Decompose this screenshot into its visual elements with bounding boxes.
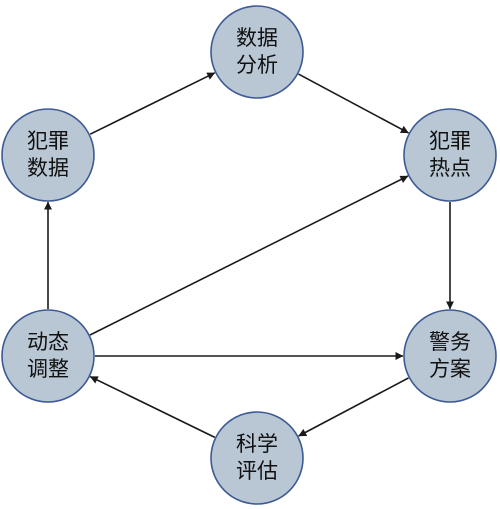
- node-crime-hotspots-line2: 热点: [429, 156, 471, 180]
- node-police-plan-circle: [403, 309, 497, 403]
- arrow-line: [89, 375, 216, 439]
- node-crime-hotspots-line1: 犯罪: [429, 129, 471, 153]
- node-police-plan-line2: 方案: [429, 357, 471, 381]
- edge-data-analysis-to-crime-hotspots: [298, 73, 409, 134]
- node-police-plan-line1: 警务: [429, 330, 471, 354]
- node-dynamic-adjustment-line2: 调整: [27, 357, 69, 381]
- node-data-analysis-circle: [210, 5, 304, 99]
- node-dynamic-adjustment-line1: 动态: [27, 330, 69, 354]
- arrow-line: [89, 175, 409, 336]
- edge-police-plan-to-scientific-evaluation: [298, 377, 409, 437]
- node-police-plan: 警务 方案: [403, 309, 497, 403]
- node-data-analysis-line2: 分析: [236, 53, 278, 77]
- node-crime-data-line2: 数据: [27, 156, 69, 180]
- edges-layer: [44, 72, 454, 439]
- node-data-analysis: 数据 分析: [210, 5, 304, 99]
- edge-crime-data-to-data-analysis: [89, 72, 216, 135]
- node-scientific-evaluation-circle: [210, 411, 304, 505]
- node-scientific-evaluation-line2: 评估: [236, 459, 278, 483]
- node-dynamic-adjustment-circle: [1, 309, 95, 403]
- edge-dynamic-adjustment-to-crime-hotspots: [89, 175, 409, 336]
- node-data-analysis-line1: 数据: [236, 26, 278, 50]
- arrow-line: [298, 377, 409, 437]
- node-crime-data-circle: [1, 108, 95, 202]
- node-scientific-evaluation-line1: 科学: [236, 432, 278, 456]
- edge-scientific-evaluation-to-dynamic-adjustment: [89, 375, 216, 439]
- arrow-line: [89, 72, 216, 135]
- node-crime-hotspots: 犯罪 热点: [403, 108, 497, 202]
- node-crime-hotspots-circle: [403, 108, 497, 202]
- node-crime-data-line1: 犯罪: [27, 129, 69, 153]
- node-crime-data: 犯罪 数据: [1, 108, 95, 202]
- arrow-line: [298, 73, 409, 134]
- node-scientific-evaluation: 科学 评估: [210, 411, 304, 505]
- node-dynamic-adjustment: 动态 调整: [1, 309, 95, 403]
